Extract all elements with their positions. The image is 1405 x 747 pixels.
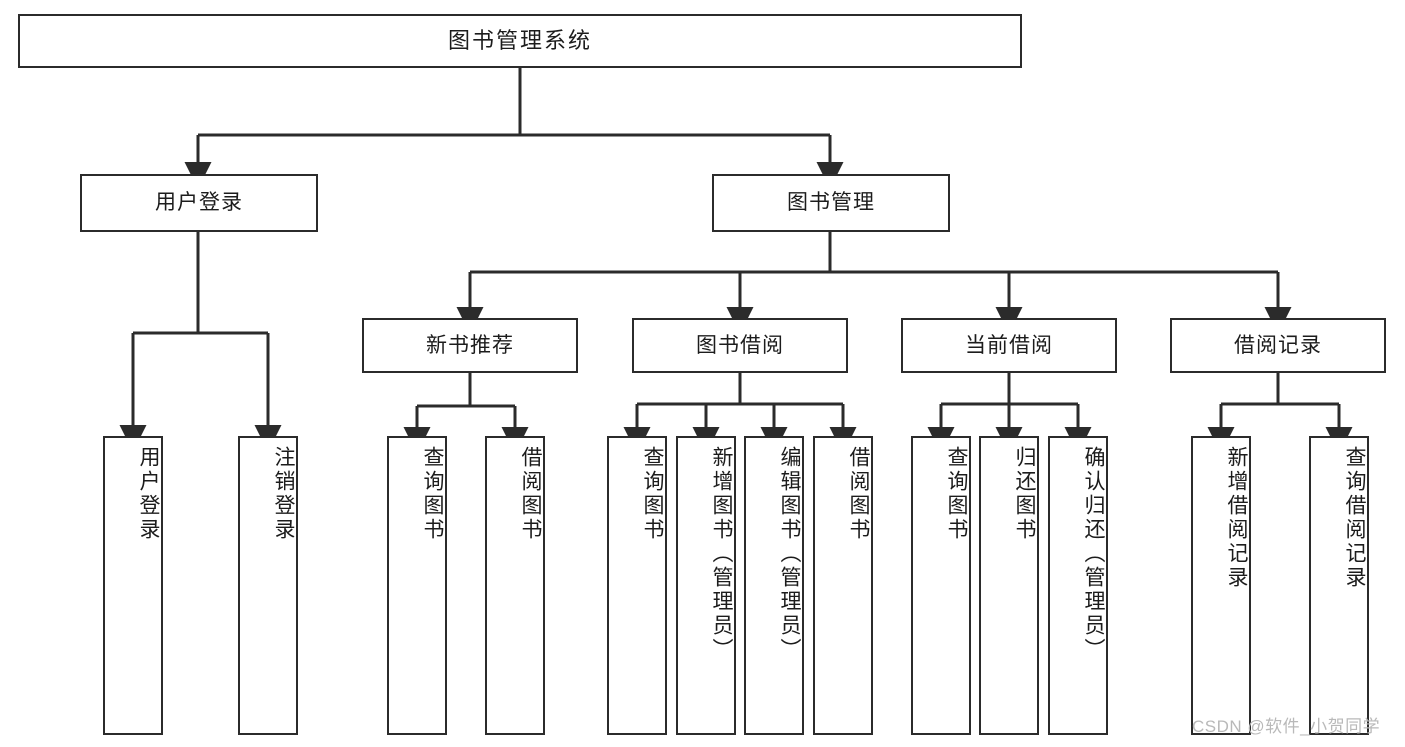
node-current-borrow[interactable]: 当前借阅 xyxy=(901,318,1117,373)
node-leaf-user-login[interactable]: 用户登录 xyxy=(103,436,163,735)
node-leaf-borrow-book-a[interactable]: 借阅图书 xyxy=(485,436,545,735)
node-leaf-return-book[interactable]: 归还图书 xyxy=(979,436,1039,735)
node-leaf-add-record-label: 新增借阅记录 xyxy=(1225,446,1248,590)
node-new-book-rec-label: 新书推荐 xyxy=(426,333,514,357)
node-leaf-query-record[interactable]: 查询借阅记录 xyxy=(1309,436,1369,735)
node-book-manage[interactable]: 图书管理 xyxy=(712,174,950,232)
node-leaf-add-record[interactable]: 新增借阅记录 xyxy=(1191,436,1251,735)
node-book-manage-label: 图书管理 xyxy=(787,191,875,215)
node-book-borrow[interactable]: 图书借阅 xyxy=(632,318,848,373)
node-leaf-query-record-label: 查询借阅记录 xyxy=(1343,446,1366,590)
node-user-login-label: 用户登录 xyxy=(155,191,243,215)
node-leaf-add-book[interactable]: 新增图书（管理员） xyxy=(676,436,736,735)
node-leaf-add-book-label: 新增图书（管理员） xyxy=(710,446,733,662)
node-leaf-user-login-label: 用户登录 xyxy=(137,446,160,542)
node-borrow-record-label: 借阅记录 xyxy=(1234,333,1322,357)
node-book-borrow-label: 图书借阅 xyxy=(696,333,784,357)
node-leaf-logout-label: 注销登录 xyxy=(272,446,295,542)
node-root[interactable]: 图书管理系统 xyxy=(18,14,1022,68)
node-leaf-query-book-b[interactable]: 查询图书 xyxy=(607,436,667,735)
node-leaf-query-book-c[interactable]: 查询图书 xyxy=(911,436,971,735)
node-user-login[interactable]: 用户登录 xyxy=(80,174,318,232)
node-leaf-query-book-b-label: 查询图书 xyxy=(641,446,664,542)
node-leaf-borrow-book-b-label: 借阅图书 xyxy=(847,446,870,542)
node-leaf-query-book-c-label: 查询图书 xyxy=(945,446,968,542)
node-leaf-query-book-a[interactable]: 查询图书 xyxy=(387,436,447,735)
node-leaf-query-book-a-label: 查询图书 xyxy=(421,446,444,542)
node-leaf-edit-book[interactable]: 编辑图书（管理员） xyxy=(744,436,804,735)
node-leaf-confirm-return[interactable]: 确认归还（管理员） xyxy=(1048,436,1108,735)
watermark: CSDN @软件_小贺同学 xyxy=(1192,717,1381,736)
node-current-borrow-label: 当前借阅 xyxy=(965,333,1053,357)
node-root-label: 图书管理系统 xyxy=(447,27,592,53)
node-leaf-borrow-book-b[interactable]: 借阅图书 xyxy=(813,436,873,735)
node-leaf-confirm-return-label: 确认归还（管理员） xyxy=(1082,446,1105,662)
node-leaf-logout[interactable]: 注销登录 xyxy=(238,436,298,735)
node-new-book-rec[interactable]: 新书推荐 xyxy=(362,318,578,373)
node-leaf-borrow-book-a-label: 借阅图书 xyxy=(519,446,542,542)
node-leaf-edit-book-label: 编辑图书（管理员） xyxy=(778,446,801,662)
node-leaf-return-book-label: 归还图书 xyxy=(1013,446,1036,542)
node-borrow-record[interactable]: 借阅记录 xyxy=(1170,318,1386,373)
